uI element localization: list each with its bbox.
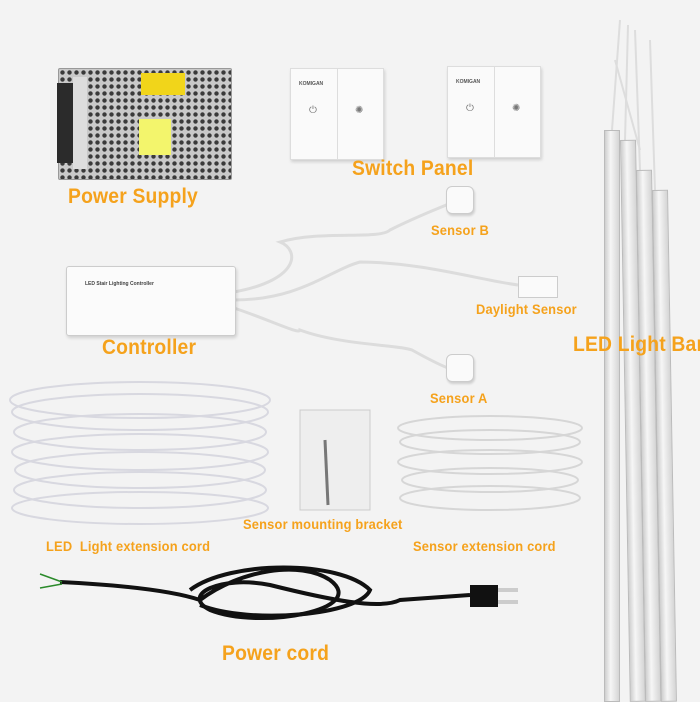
- daylight-cable: [233, 260, 519, 302]
- panel-brand: KOMIGAN: [299, 81, 324, 87]
- led-bar-1: [604, 130, 620, 702]
- label-power-cord: Power cord: [222, 642, 330, 665]
- brightness-icon: ✺: [355, 105, 364, 116]
- label-led-light-bar: LED Light Bar: [573, 333, 700, 356]
- sensor-a-cable: [233, 306, 449, 370]
- label-sensor-b: Sensor B: [431, 222, 490, 238]
- led-extension-coils: [9, 381, 271, 525]
- power-cord: [59, 565, 471, 621]
- sensor-a-image: [446, 354, 474, 382]
- switch-panel-1: KOMIGAN ⏻ ✺: [290, 68, 384, 160]
- bracket-bag: [299, 409, 371, 511]
- switch-panel-2: KOMIGAN ⏻ ✺: [447, 66, 541, 158]
- power-icon: ⏻: [309, 105, 317, 116]
- plug: [470, 585, 498, 607]
- label-sensor-mounting-bracket: Sensor mounting bracket: [243, 516, 403, 532]
- label-daylight-sensor: Daylight Sensor: [476, 301, 577, 317]
- power-supply-image: [57, 68, 232, 180]
- label-led-light-extension-cord: LED Light extension cord: [46, 538, 211, 554]
- label-controller: Controller: [102, 336, 197, 359]
- label-sensor-extension-cord: Sensor extension cord: [413, 538, 556, 554]
- label-power-supply: Power Supply: [68, 185, 198, 208]
- sensor-extension-coils: [397, 415, 583, 511]
- power-icon: ⏻: [466, 103, 474, 114]
- panel-brand: KOMIGAN: [456, 79, 481, 85]
- brightness-icon: ✺: [512, 103, 521, 114]
- label-switch-panel: Switch Panel: [352, 157, 474, 180]
- sensor-b-cable: [233, 198, 459, 294]
- led-bar-wires: [611, 19, 656, 191]
- label-sensor-a: Sensor A: [430, 390, 488, 406]
- controller-text: LED Stair Lighting Controller: [85, 281, 154, 287]
- daylight-sensor-image: [518, 276, 558, 298]
- controller-image: LED Stair Lighting Controller: [66, 266, 236, 336]
- sensor-b-image: [446, 186, 474, 214]
